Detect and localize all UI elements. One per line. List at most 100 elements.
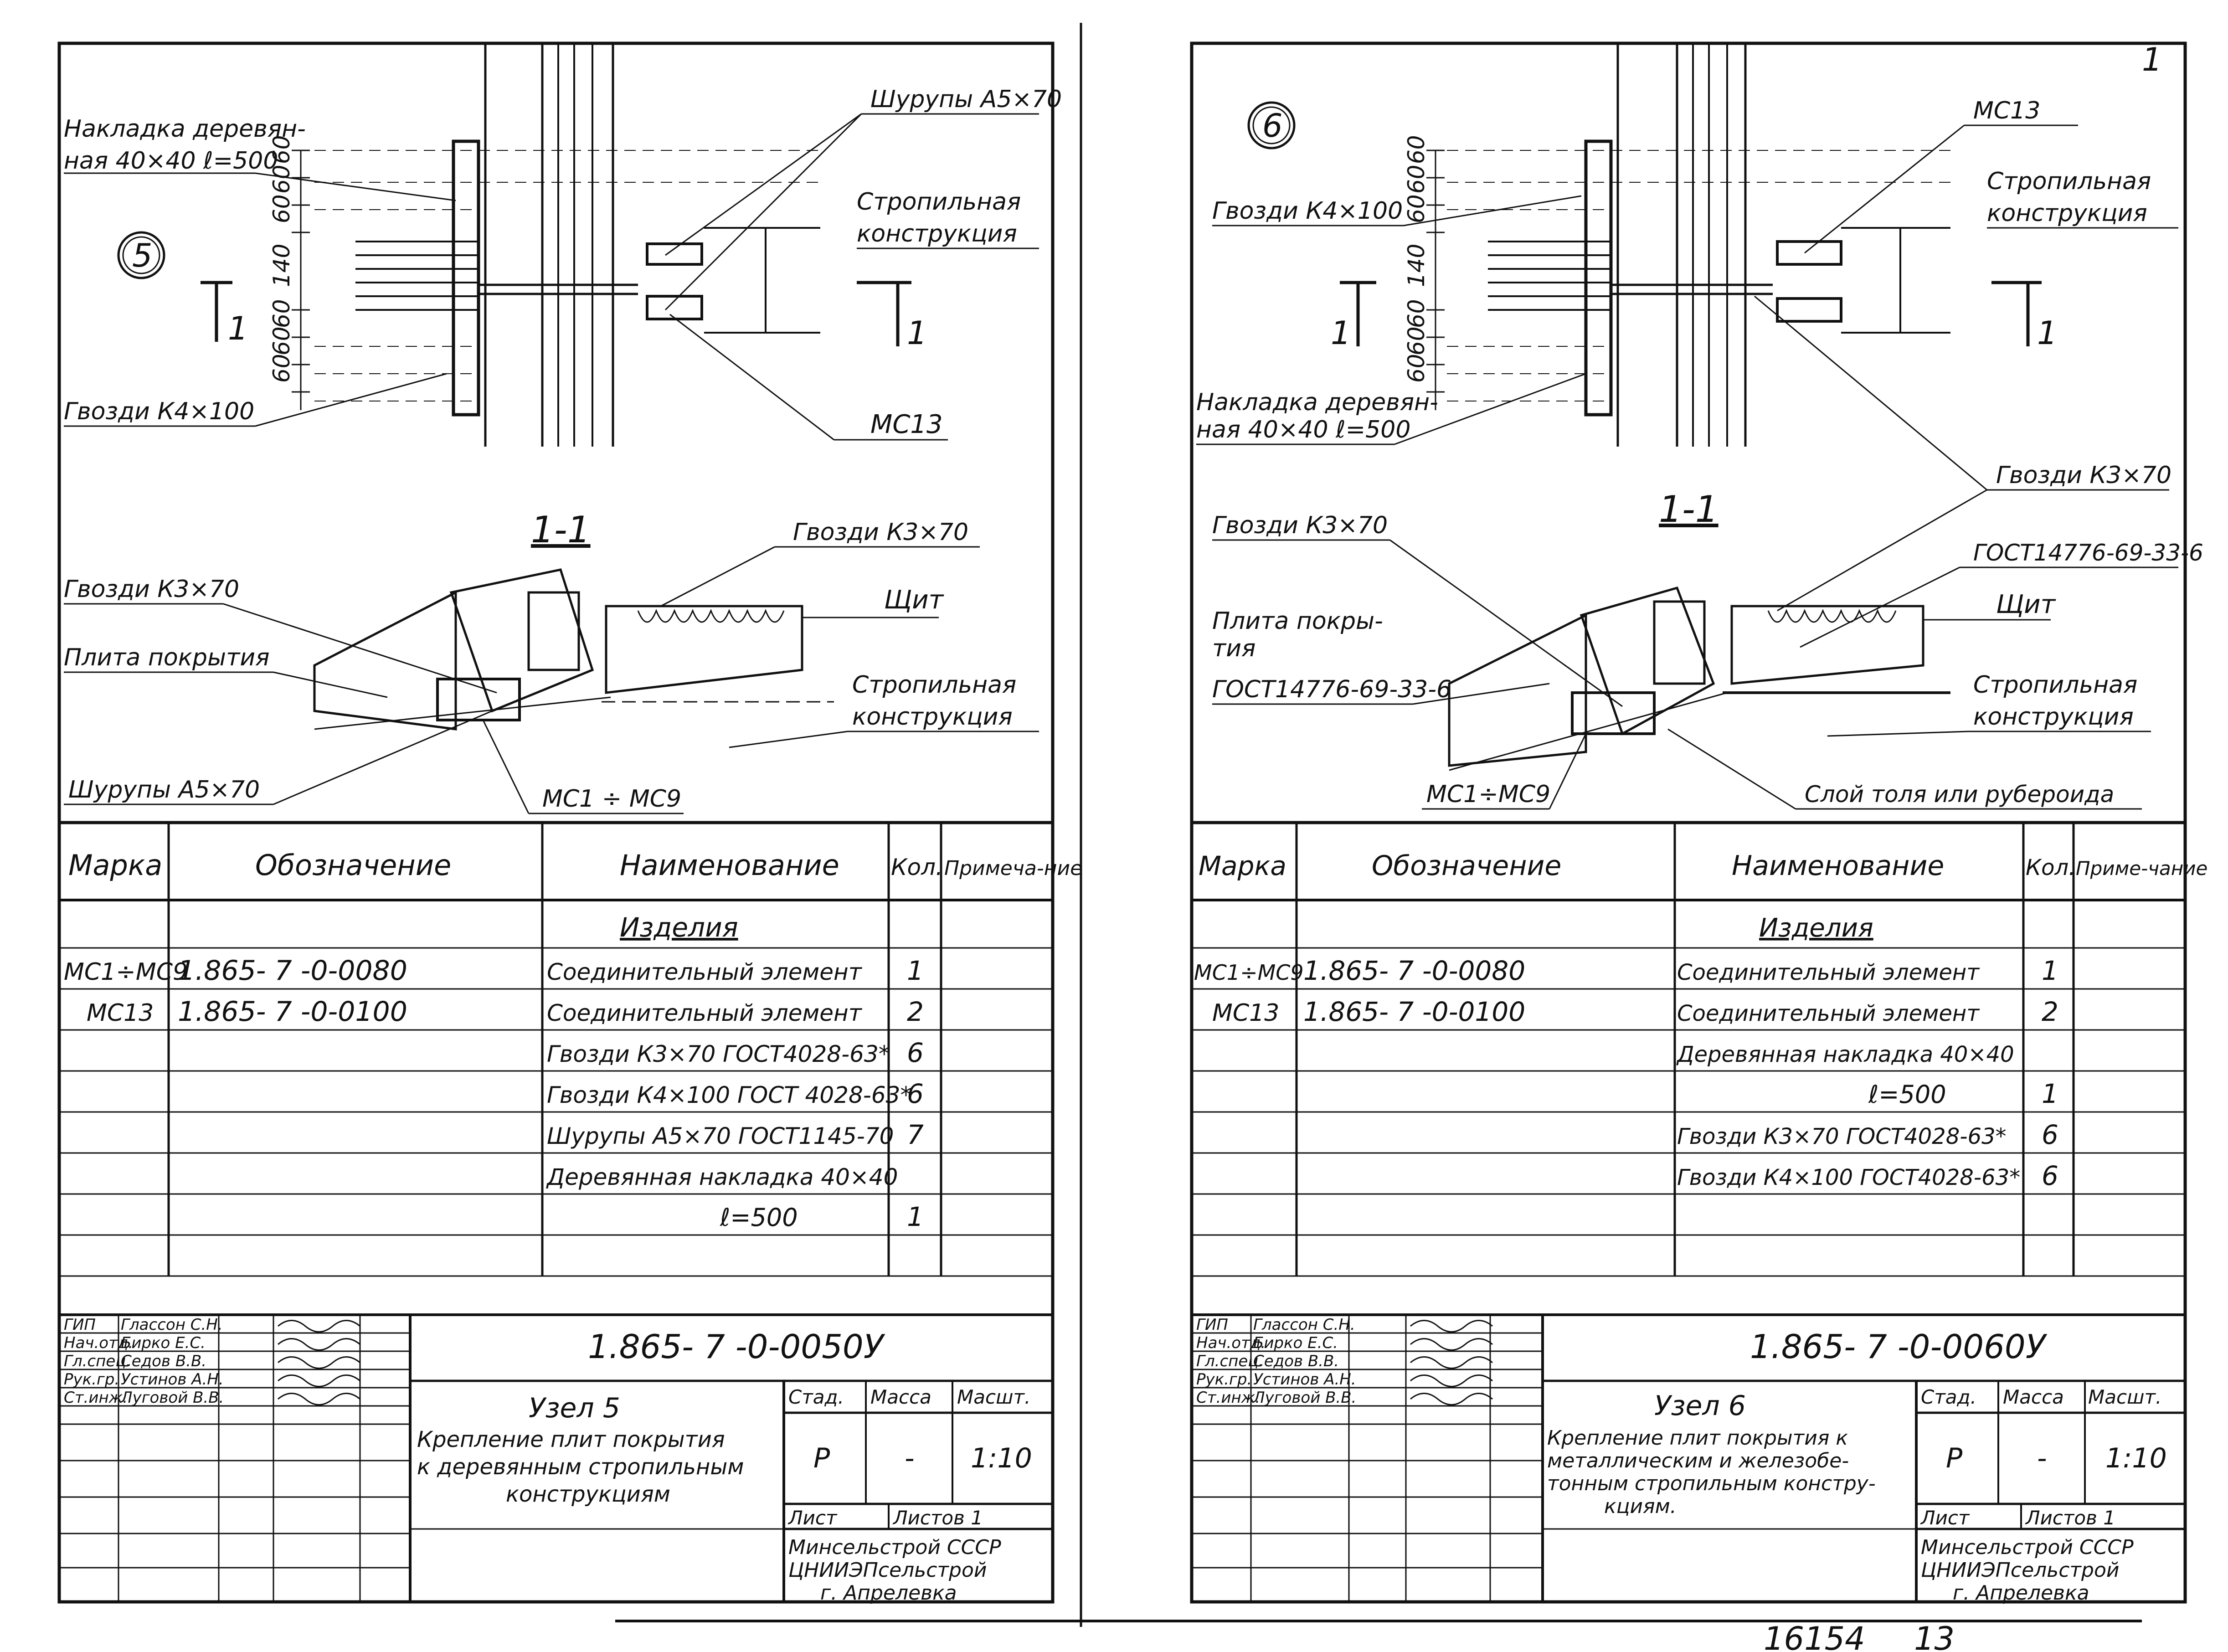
table-row: МС13 1.865- 7 -0-0100 Соединительный эле… [87, 996, 924, 1028]
callout-overlay: Накладка деревян- [1196, 389, 1438, 416]
callout-rafter: конструкция [1987, 200, 2147, 227]
signature-row: Нач.отд. Бирко Е.С. [64, 1334, 360, 1352]
row-name: Соединительный элемент [547, 1000, 863, 1026]
insulation [1653, 600, 1706, 685]
dim-label: 60 [1403, 194, 1430, 223]
shield-panel [1730, 605, 1924, 685]
row-qty: 2 [2042, 996, 2058, 1027]
node-number: 6 [1262, 107, 1283, 144]
dim-label: 140 [1403, 244, 1430, 287]
dim-label: 60 [268, 165, 295, 194]
stage-label: Стад. [1921, 1386, 1976, 1408]
callout-slab: Плита покры- [1212, 607, 1383, 635]
node-circle [1247, 101, 1296, 149]
dim-label: 60 [1403, 135, 1430, 164]
dim-label: 60 [268, 135, 295, 164]
row-name: Деревянная накладка 40×40 [546, 1164, 898, 1190]
top-mark: 1 [2142, 41, 2162, 78]
row-qty: 1 [907, 1201, 924, 1232]
signature [1410, 1356, 1493, 1369]
bottom-page: 13 [1914, 1620, 1955, 1652]
bottom-code: 16154 [1764, 1620, 1865, 1652]
callout-rafter: Стропильная [852, 671, 1016, 699]
description-line: Крепление плит покрытия к [1547, 1426, 1848, 1450]
document-code: 1.865- 7 -0-0050У [588, 1328, 885, 1366]
callout-overlay: ная 40×40 ℓ=500 [64, 147, 278, 175]
spec-table: Марка Обозначение Наименование Кол. Прим… [1192, 821, 2207, 1277]
callout-screws: Шурупы А5×70 [68, 776, 260, 803]
ms13-bracket [646, 242, 703, 266]
plan-view: 60 60 60 140 60 60 60 5 1 1 [117, 43, 927, 447]
dim-label: 60 [1403, 299, 1430, 328]
ms13-bracket [1776, 297, 1842, 323]
section-mark: 1 [907, 314, 927, 352]
ms13-bracket [1776, 240, 1842, 266]
table-row: Деревянная накладка 40×40 [1676, 1042, 2014, 1067]
person-name: Луговой В.В. [1252, 1389, 1356, 1407]
row-qty: 6 [907, 1037, 924, 1068]
table-row: Деревянная накладка 40×40 [546, 1164, 898, 1190]
section-view: 1-1 [313, 509, 834, 731]
callouts: МС13 Стропильная конструкция Гвозди К4×1… [1196, 97, 2203, 810]
stage-value: Р [813, 1442, 830, 1474]
signature [1410, 1393, 1493, 1405]
role: Гл.спец. [64, 1352, 131, 1370]
table-header-qty: Кол. [2026, 855, 2075, 880]
row-qty: 6 [2042, 1119, 2058, 1150]
dim-label: 60 [268, 326, 295, 355]
signature [1410, 1338, 1493, 1351]
row-name: ℓ=500 [720, 1203, 798, 1232]
callout-nails-k3: Гвозди К3×70 [64, 576, 239, 603]
scale-label: Масшт. [2088, 1386, 2161, 1408]
table-header-designation: Обозначение [1372, 850, 1561, 882]
table-row: Гвозди К4×100 ГОСТ 4028-63* 6 [547, 1078, 924, 1109]
description-line: конструкциям [506, 1482, 670, 1507]
table-row: ℓ=500 1 [720, 1201, 924, 1232]
dim-label: 60 [268, 194, 295, 223]
org-line: г. Апрелевка [820, 1581, 957, 1605]
table-header-designation: Обозначение [255, 849, 451, 882]
person-name: Глассон С.Н. [121, 1316, 223, 1334]
role: Ст.инж. [1196, 1389, 1260, 1407]
callout-shield: Щит [1996, 590, 2056, 619]
insulation [527, 591, 580, 671]
sheets-count: Листов 1 [2025, 1507, 2115, 1529]
table-header-mark: Марка [1199, 850, 1286, 881]
signature-row: Гл.спец. Седов В.В. [1196, 1352, 1493, 1370]
row-mark: МС1÷МС9 [64, 958, 188, 986]
org-line: Минсельстрой СССР [1921, 1536, 2134, 1559]
signature-row: Ст.инж. Луговой В.В. [1196, 1389, 1493, 1407]
table-header-note: Примеча-ние [944, 857, 1082, 880]
wood-overlay [452, 139, 480, 417]
table-header-note: Приме-чание [2076, 857, 2207, 880]
row-name: Гвозди К4×100 ГОСТ 4028-63* [547, 1082, 911, 1108]
callout-shield: Щит [884, 585, 944, 615]
row-qty: 1 [2042, 955, 2058, 986]
description-line: металлическим и железобе- [1547, 1449, 1849, 1472]
node-title: Узел 6 [1654, 1390, 1746, 1422]
person-name: Глассон С.Н. [1253, 1316, 1355, 1334]
stage-value: Р [1946, 1442, 1963, 1474]
title-block: ГИП Глассон С.Н. Нач.отд. Бирко Е.С. Гл.… [59, 1313, 1053, 1605]
callout-nails-k4: Гвозди К4×100 [1212, 197, 1403, 225]
plan-view: 60 60 60 140 60 60 60 6 1 1 [1247, 43, 2058, 447]
dim-label: 60 [1403, 165, 1430, 194]
table-section-label: Изделия [620, 912, 738, 943]
signature [1410, 1320, 1493, 1333]
signature [1410, 1374, 1493, 1387]
signature-row: Нач.отд. Бирко Е.С. [1196, 1334, 1493, 1352]
row-mark: МС13 [1212, 999, 1279, 1027]
row-qty: 6 [907, 1078, 924, 1109]
callout-gost: ГОСТ14776-69-33-6 [1973, 540, 2203, 566]
callout-rafter: конструкция [1973, 703, 2134, 731]
scale-value: 1:10 [971, 1442, 1032, 1474]
row-qty: 1 [2042, 1078, 2058, 1109]
callout-overlay: ная 40×40 ℓ=500 [1196, 416, 1410, 443]
row-designation: 1.865- 7 -0-0100 [1303, 996, 1525, 1027]
callout-slab: ГОСТ14776-69-33-6 [1212, 676, 1451, 703]
row-name: Гвозди К3×70 ГОСТ4028-63* [1677, 1124, 2007, 1149]
role: Ст.инж. [64, 1389, 128, 1407]
role: Рук.гр. [64, 1370, 119, 1389]
role: Гл.спец. [1196, 1352, 1263, 1370]
